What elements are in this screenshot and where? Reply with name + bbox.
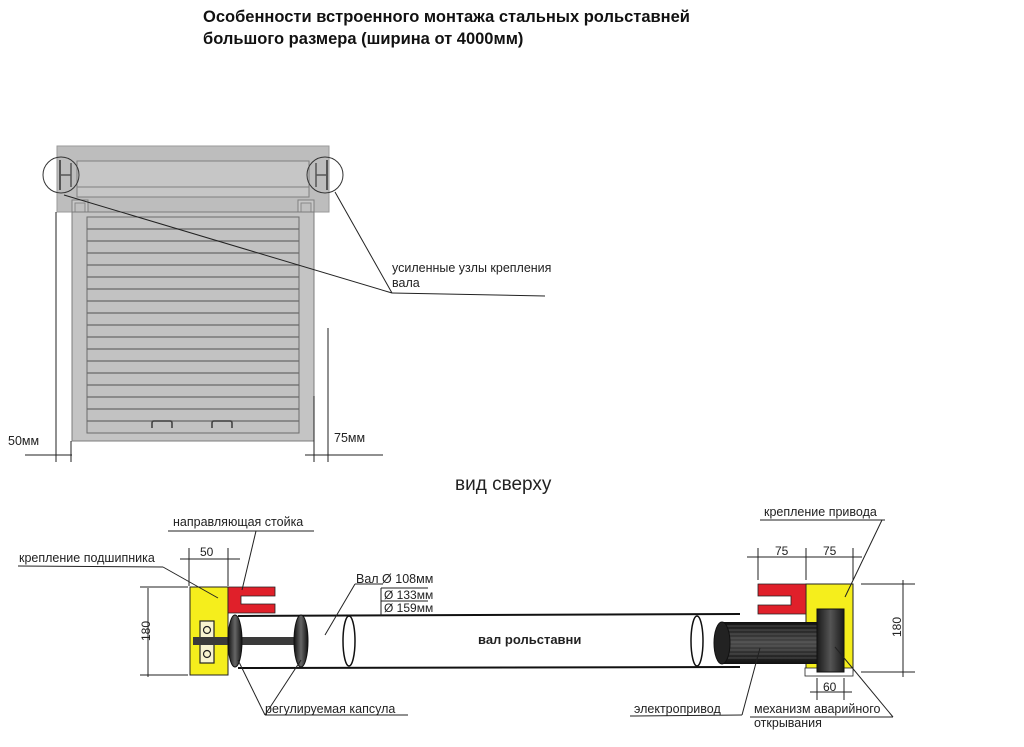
shaft-diameter-108: Вал Ø 108мм — [356, 572, 434, 586]
capsule-left — [227, 614, 243, 668]
handle-left — [151, 420, 173, 428]
callout-label-2: вала — [392, 276, 420, 290]
shaft-ring — [690, 615, 704, 667]
leader-line — [63, 194, 393, 294]
dim-height-right: 180 — [890, 616, 904, 638]
guide-post-label: направляющая стойка — [173, 515, 304, 529]
dim-width-left: 50 — [200, 545, 214, 559]
axle — [193, 637, 303, 645]
handle-right — [211, 420, 233, 428]
dim-mechanism: 60 — [823, 680, 837, 694]
motor-label: электропривод — [634, 702, 721, 716]
curtain-slats — [87, 228, 299, 422]
dim-a: 75 — [775, 544, 789, 558]
roll-housing — [76, 160, 310, 198]
top-view-heading: вид сверху — [455, 474, 552, 495]
title-line-1: Особенности встроенного монтажа стальных… — [203, 8, 690, 26]
shaft-diameter-159: Ø 159мм — [384, 601, 434, 615]
mount-node-left — [42, 156, 80, 194]
guide-post-right — [757, 583, 807, 615]
capsule-right — [293, 614, 309, 668]
top-view — [17, 519, 915, 718]
emergency-mechanism — [816, 608, 845, 673]
electric-motor — [713, 621, 820, 665]
dim-left-front: 50мм — [8, 434, 40, 448]
callout-label-1: усиленные узлы крепления — [392, 261, 552, 275]
leader-line — [334, 191, 393, 294]
highlight-circle-left — [42, 156, 80, 194]
dim-height-left: 180 — [139, 620, 153, 642]
shaft-diameter-133: Ø 133мм — [384, 588, 434, 602]
bearing-mount-label: крепление подшипника — [19, 551, 155, 565]
emergency-label-1: механизм аварийного — [754, 702, 881, 716]
capsule-label: регулируемая капсула — [265, 702, 396, 716]
highlight-circle-right — [306, 156, 344, 194]
dim-right-front: 75мм — [334, 431, 366, 445]
drive-mount-label: крепление привода — [764, 505, 877, 519]
dim-b: 75 — [823, 544, 837, 558]
emergency-label-2: открывания — [754, 716, 822, 730]
title-line-2: большого размера (ширина от 4000мм) — [203, 30, 524, 48]
mount-node-right — [306, 156, 344, 194]
front-view — [25, 145, 546, 462]
shaft-ring — [342, 615, 356, 667]
shaft-label: вал рольставни — [478, 632, 582, 647]
leader-line — [391, 292, 546, 297]
guide-post-left — [227, 586, 276, 614]
page-title: Особенности встроенного монтажа стальных… — [203, 6, 690, 50]
